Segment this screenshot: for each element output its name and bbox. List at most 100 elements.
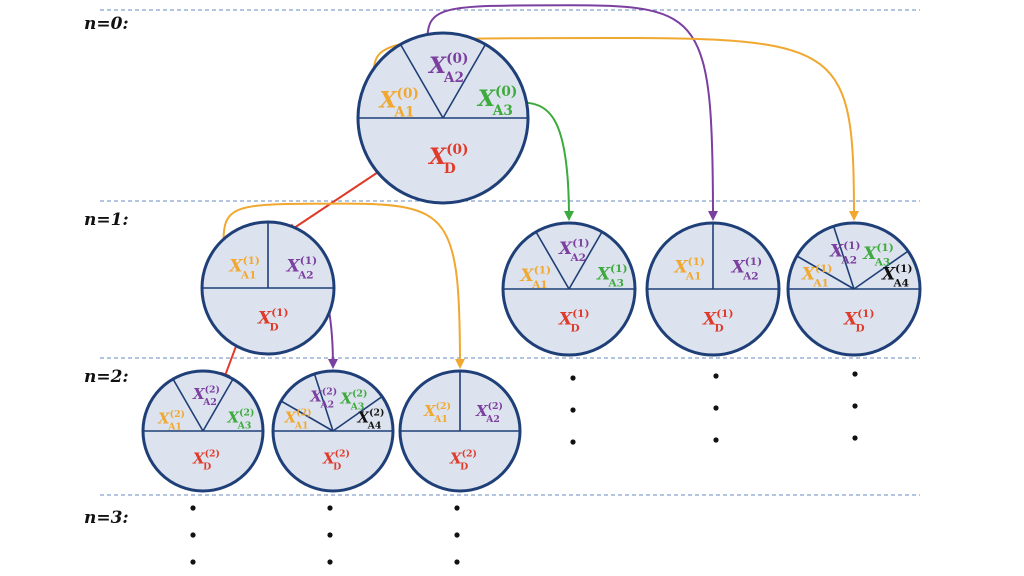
label-base: X bbox=[731, 258, 746, 278]
sector-divider bbox=[332, 395, 383, 432]
label-base: X bbox=[475, 402, 489, 420]
label-sub: A1 bbox=[531, 279, 548, 291]
label-a1: X(1)A1 bbox=[673, 256, 705, 282]
label-base: X bbox=[476, 86, 496, 112]
label-base: X bbox=[427, 53, 447, 79]
dot bbox=[852, 403, 858, 409]
label-base: X bbox=[829, 241, 844, 261]
label-a4: X(2)A4 bbox=[356, 408, 384, 432]
label-base: X bbox=[286, 257, 301, 277]
label-base: X bbox=[377, 88, 397, 114]
label-base: X bbox=[558, 239, 573, 259]
label-a1: X(2)A1 bbox=[157, 409, 185, 433]
label-d: X(2)D bbox=[449, 449, 477, 473]
label-sup: (1) bbox=[745, 256, 762, 268]
label-sub: A4 bbox=[892, 277, 909, 289]
label-a2: X(2)A2 bbox=[309, 387, 337, 411]
label-base: X bbox=[192, 385, 206, 403]
label-d: X(0) D bbox=[427, 142, 468, 177]
label-base: X bbox=[558, 310, 573, 330]
label-sub: D bbox=[856, 322, 865, 334]
dot bbox=[570, 407, 576, 413]
label-sub: A3 bbox=[607, 277, 624, 289]
label-base: X bbox=[427, 144, 447, 170]
label-base: X bbox=[673, 258, 688, 278]
label-sub: D bbox=[460, 461, 468, 472]
label-sub: A1 bbox=[240, 269, 257, 281]
label-a3: X(1)A3 bbox=[596, 263, 628, 289]
label-base: X bbox=[801, 265, 816, 285]
label-base: X bbox=[356, 408, 370, 426]
sector-divider bbox=[202, 378, 234, 432]
label-base: X bbox=[157, 410, 171, 428]
label-sub: D bbox=[270, 321, 279, 333]
label-sup: (2) bbox=[369, 408, 384, 419]
label-a1: X(2)A1 bbox=[284, 408, 312, 432]
label-sup: (1) bbox=[300, 255, 317, 267]
dot bbox=[454, 505, 460, 511]
dot bbox=[190, 532, 196, 538]
label-sub: A2 bbox=[319, 399, 334, 410]
label-sub: A1 bbox=[294, 420, 309, 431]
dot bbox=[713, 405, 719, 411]
label-a4: X(1)A4 bbox=[881, 263, 913, 289]
label-sup: (1) bbox=[243, 255, 260, 267]
dot bbox=[852, 435, 858, 441]
label-sub: D bbox=[333, 461, 341, 472]
label-sup: (1) bbox=[815, 263, 832, 275]
label-base: X bbox=[862, 244, 877, 264]
label-a2: X(1)A2 bbox=[558, 237, 590, 263]
label-sub: A3 bbox=[874, 257, 891, 269]
sector-divider bbox=[796, 255, 855, 290]
edge-n0_root-A1-to-n1_d bbox=[372, 36, 859, 221]
label-sub: D bbox=[203, 461, 211, 472]
label-a2: X(1)A2 bbox=[731, 256, 763, 282]
label-sub: A3 bbox=[492, 103, 513, 119]
level-label-2: n=2: bbox=[84, 367, 129, 387]
label-d: X(1)D bbox=[702, 308, 734, 334]
label-sup: (2) bbox=[462, 449, 477, 460]
label-base: X bbox=[596, 265, 611, 285]
label-a1: X(2)A1 bbox=[423, 401, 451, 425]
continuation-dots-0 bbox=[570, 375, 576, 445]
label-sub: D bbox=[444, 161, 456, 177]
dot bbox=[327, 505, 333, 511]
label-sup: (2) bbox=[205, 449, 220, 460]
dot bbox=[190, 559, 196, 565]
label-base: X bbox=[702, 310, 717, 330]
label-base: X bbox=[192, 449, 206, 467]
dot bbox=[327, 532, 333, 538]
node-n0_root: X(0)A1X(0)A2X(0)A3X(0)D bbox=[356, 31, 530, 205]
label-sup: (1) bbox=[843, 240, 860, 252]
label-a1: X(1)A1 bbox=[801, 263, 833, 289]
label-sub: A2 bbox=[841, 254, 858, 266]
label-base: X bbox=[843, 310, 858, 330]
label-d: X(1)D bbox=[558, 308, 590, 334]
dot bbox=[713, 437, 719, 443]
sector-divider bbox=[313, 373, 334, 432]
sector-divider bbox=[442, 43, 487, 119]
continuation-dots-4 bbox=[327, 505, 333, 565]
label-a2: X(2)A2 bbox=[475, 401, 503, 425]
label-sub: A1 bbox=[393, 104, 414, 120]
edge-n1_a-A1-to-n2_c bbox=[222, 202, 465, 369]
sector-divider bbox=[172, 378, 204, 432]
label-base: X bbox=[520, 266, 535, 286]
label-a2: X(1)A2 bbox=[286, 255, 318, 281]
level-separators bbox=[100, 9, 920, 496]
node-n1_b: X(1)A1X(1)A2X(1)A3X(1)D bbox=[501, 221, 637, 357]
label-sup: (2) bbox=[239, 408, 254, 419]
label-sup: (0) bbox=[446, 142, 468, 158]
label-sub: A1 bbox=[433, 414, 448, 425]
level-label-3: n=3: bbox=[84, 508, 129, 528]
label-base: X bbox=[339, 389, 353, 407]
label-sup: (2) bbox=[352, 389, 367, 400]
dot bbox=[570, 439, 576, 445]
dot bbox=[454, 532, 460, 538]
dot bbox=[454, 559, 460, 565]
sector-divider bbox=[280, 400, 334, 432]
label-base: X bbox=[226, 408, 240, 426]
label-sub: A4 bbox=[367, 420, 382, 431]
label-a2: X(2)A2 bbox=[192, 384, 220, 408]
